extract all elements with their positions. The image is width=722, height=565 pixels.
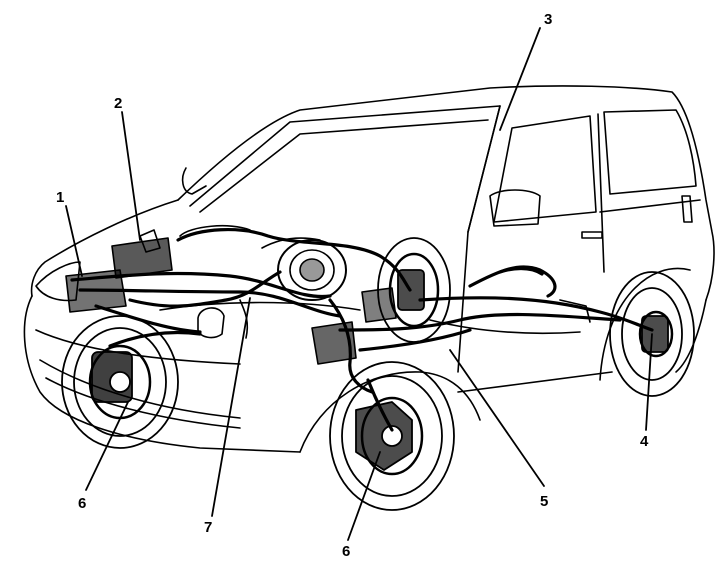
- callout-5: 5: [540, 493, 548, 510]
- callout-6-front-left: 6: [78, 495, 86, 512]
- callout-3: 3: [544, 11, 552, 28]
- front-left-wheel: [61, 315, 179, 449]
- rear-right-wheel: [609, 271, 695, 397]
- callout-7: 7: [204, 519, 212, 536]
- leader-lines: [65, 27, 653, 541]
- front-right-wheel: [329, 361, 455, 511]
- callout-6-front-right: 6: [342, 543, 350, 560]
- callout-labels: 1 2 3 4 5 6 6 7: [56, 11, 649, 560]
- brake-lines: [70, 228, 654, 432]
- callout-1: 1: [56, 189, 64, 206]
- callout-4: 4: [640, 433, 649, 450]
- callout-2: 2: [114, 95, 122, 112]
